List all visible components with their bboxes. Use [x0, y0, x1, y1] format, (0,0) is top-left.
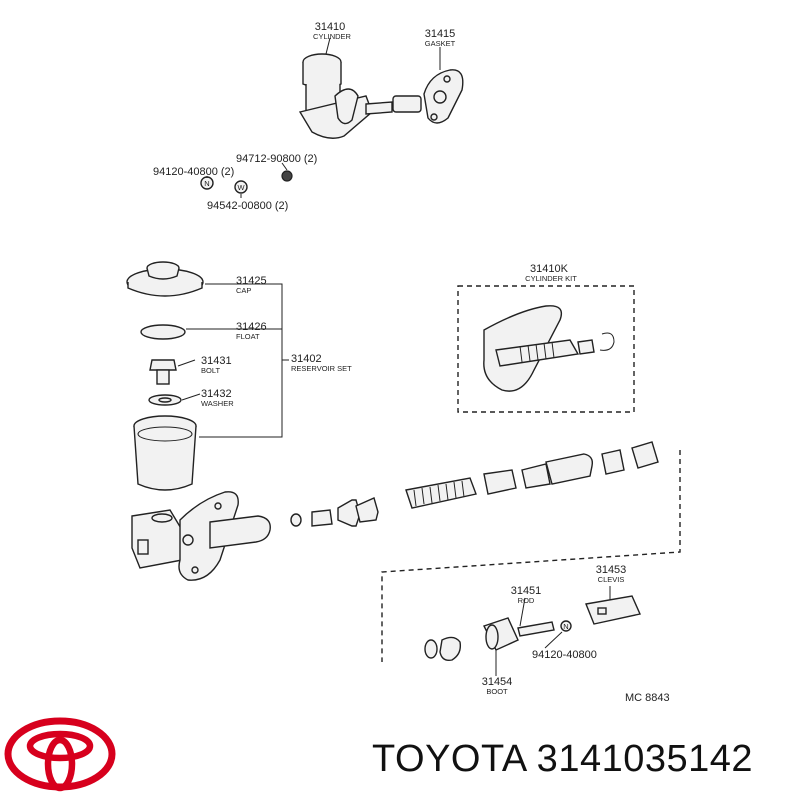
toyota-logo-icon — [4, 717, 116, 792]
label-31402-name: RESERVOIR SET — [291, 364, 352, 373]
master-cylinder-body-drawing — [131, 491, 271, 581]
label-31453-number: 31453 — [596, 564, 627, 576]
label-31415-name: GASKET — [425, 39, 456, 48]
internal-parts-row — [290, 441, 659, 527]
diagram-code: MC 8843 — [625, 692, 670, 704]
label-31453-name: CLEVIS — [598, 575, 625, 584]
label-31410K-number: 31410K — [530, 263, 569, 275]
cylinder-kit-box — [457, 285, 635, 413]
label-31410-number: 31410 — [315, 21, 346, 33]
cylinder-kit-drawing — [483, 305, 615, 392]
label-31426-name: FLOAT — [236, 332, 260, 341]
cap-drawing — [126, 261, 204, 297]
label-94120-bottom: 94120-40800 — [532, 649, 597, 661]
label-31425-number: 31425 — [236, 275, 267, 287]
label-31431-name: BOLT — [201, 366, 220, 375]
label-31410-name: CYLINDER — [313, 32, 352, 41]
brand-part-number: TOYOTA 3141035142 — [372, 738, 754, 780]
label-31454-name: BOOT — [486, 687, 508, 696]
washer-mark-n-lower: N — [563, 622, 568, 631]
label-94120-top: 94120-40800 (2) — [153, 166, 234, 178]
label-94542: 94542-00800 (2) — [207, 200, 288, 212]
label-31451-number: 31451 — [511, 585, 542, 597]
washer-mark-w: W — [237, 183, 245, 192]
label-31402-number: 31402 — [291, 353, 322, 365]
float-drawing — [140, 324, 186, 340]
label-31426-number: 31426 — [236, 321, 267, 333]
label-31415-number: 31415 — [425, 28, 456, 40]
label-94712: 94712-90800 (2) — [236, 153, 317, 165]
cylinder-assembly-drawing — [298, 53, 464, 139]
label-31431-number: 31431 — [201, 355, 232, 367]
label-31425-name: CAP — [236, 286, 251, 295]
washer-mark-n: N — [204, 179, 209, 188]
label-31432-number: 31432 — [201, 388, 232, 400]
label-31432-name: WASHER — [201, 399, 234, 408]
label-31454-number: 31454 — [482, 676, 513, 688]
reservoir-drawing — [133, 415, 197, 491]
nut-94712-icon — [281, 170, 293, 182]
leader-lines — [177, 37, 611, 676]
bolt-drawing — [149, 359, 177, 385]
boot-rod-clevis-drawing: N — [424, 595, 641, 662]
label-31451-name: ROD — [518, 596, 535, 605]
washer-94542-icon — [234, 180, 248, 194]
label-31410K-name: CYLINDER KIT — [525, 274, 577, 283]
